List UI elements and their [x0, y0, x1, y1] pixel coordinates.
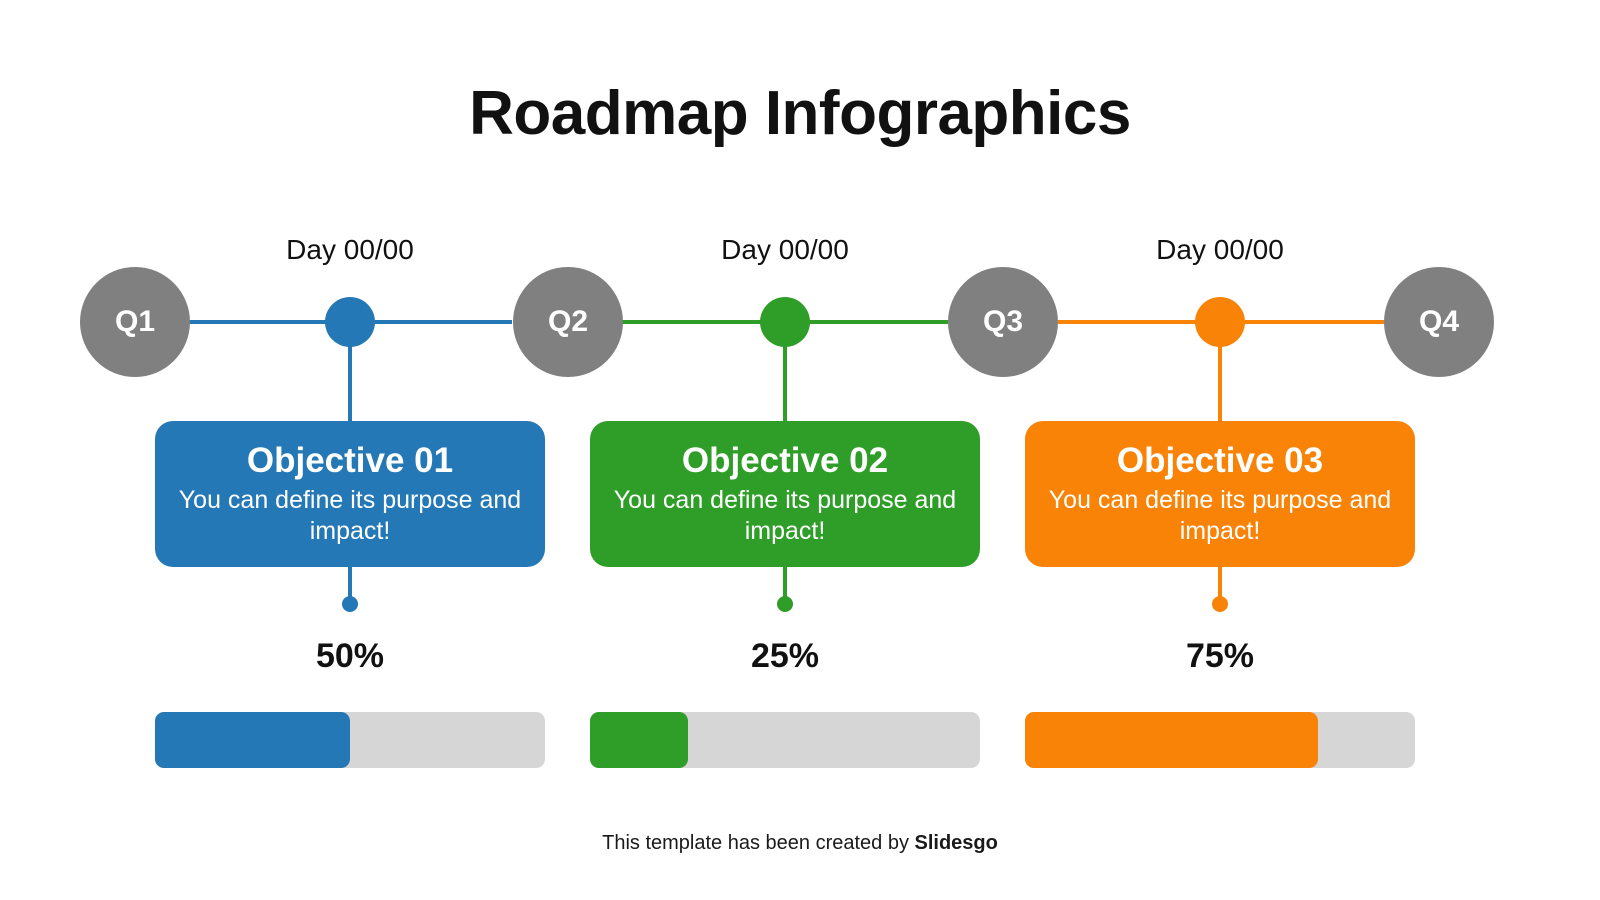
milestone-dot-3[interactable]	[1195, 297, 1245, 347]
objective-card-2-body: You can define its purpose and impact!	[613, 486, 957, 546]
timeline-node-q1-label: Q1	[114, 305, 156, 338]
tail-line-3	[1218, 566, 1222, 604]
progress-bar-3[interactable]	[1025, 712, 1415, 768]
tail-line-1	[348, 566, 352, 604]
progress-bar-1-fill	[155, 712, 350, 768]
objective-card-1[interactable]: Objective 01 You can define its purpose …	[155, 421, 545, 567]
milestone-day-label-1: Day 00/00	[286, 234, 414, 265]
page-title: Roadmap Infographics	[469, 79, 1131, 148]
timeline-segment-blue-right	[372, 320, 512, 324]
progress-bar-3-fill	[1025, 712, 1318, 768]
progress-bar-2-fill	[590, 712, 688, 768]
tail-dot-3	[1212, 596, 1228, 612]
objective-card-2-title: Objective 02	[681, 440, 889, 480]
timeline-node-q4[interactable]: Q4	[1384, 267, 1494, 377]
timeline-segment-blue-left	[188, 320, 328, 324]
progress-bar-2[interactable]	[590, 712, 980, 768]
timeline-node-q1[interactable]: Q1	[80, 267, 190, 377]
tail-dot-2	[777, 596, 793, 612]
objective-card-2[interactable]: Objective 02 You can define its purpose …	[590, 421, 980, 567]
footer-credit-prefix: This template has been created by	[602, 832, 915, 854]
timeline-node-q2[interactable]: Q2	[513, 267, 623, 377]
progress-percent-label-1: 50%	[315, 637, 385, 675]
progress-percent-label-3: 75%	[1185, 637, 1255, 675]
timeline-node-q3[interactable]: Q3	[948, 267, 1058, 377]
timeline-node-q2-label: Q2	[547, 305, 589, 338]
timeline-segment-green-left	[622, 320, 762, 324]
timeline-segment-orange-left	[1058, 320, 1198, 324]
objective-card-1-body: You can define its purpose and impact!	[178, 486, 522, 546]
progress-percent-label-2: 25%	[750, 637, 820, 675]
timeline-node-q3-label: Q3	[982, 305, 1024, 338]
objective-card-1-title: Objective 01	[246, 440, 454, 480]
objective-card-3-body: You can define its purpose and impact!	[1048, 486, 1392, 546]
footer-credit: This template has been created by Slides…	[0, 832, 1600, 855]
tail-dot-1	[342, 596, 358, 612]
footer-brand: Slidesgo	[914, 832, 998, 854]
milestone-day-label-2: Day 00/00	[721, 234, 849, 265]
timeline-segment-orange-right	[1242, 320, 1384, 324]
progress-bar-1[interactable]	[155, 712, 545, 768]
objective-card-3-title: Objective 03	[1116, 440, 1324, 480]
tail-line-2	[783, 566, 787, 604]
timeline-node-q4-label: Q4	[1418, 305, 1460, 338]
milestone-dot-1[interactable]	[325, 297, 375, 347]
milestone-day-label-3: Day 00/00	[1156, 234, 1284, 265]
milestone-dot-2[interactable]	[760, 297, 810, 347]
objective-card-3[interactable]: Objective 03 You can define its purpose …	[1025, 421, 1415, 567]
timeline-segment-green-right	[806, 320, 948, 324]
